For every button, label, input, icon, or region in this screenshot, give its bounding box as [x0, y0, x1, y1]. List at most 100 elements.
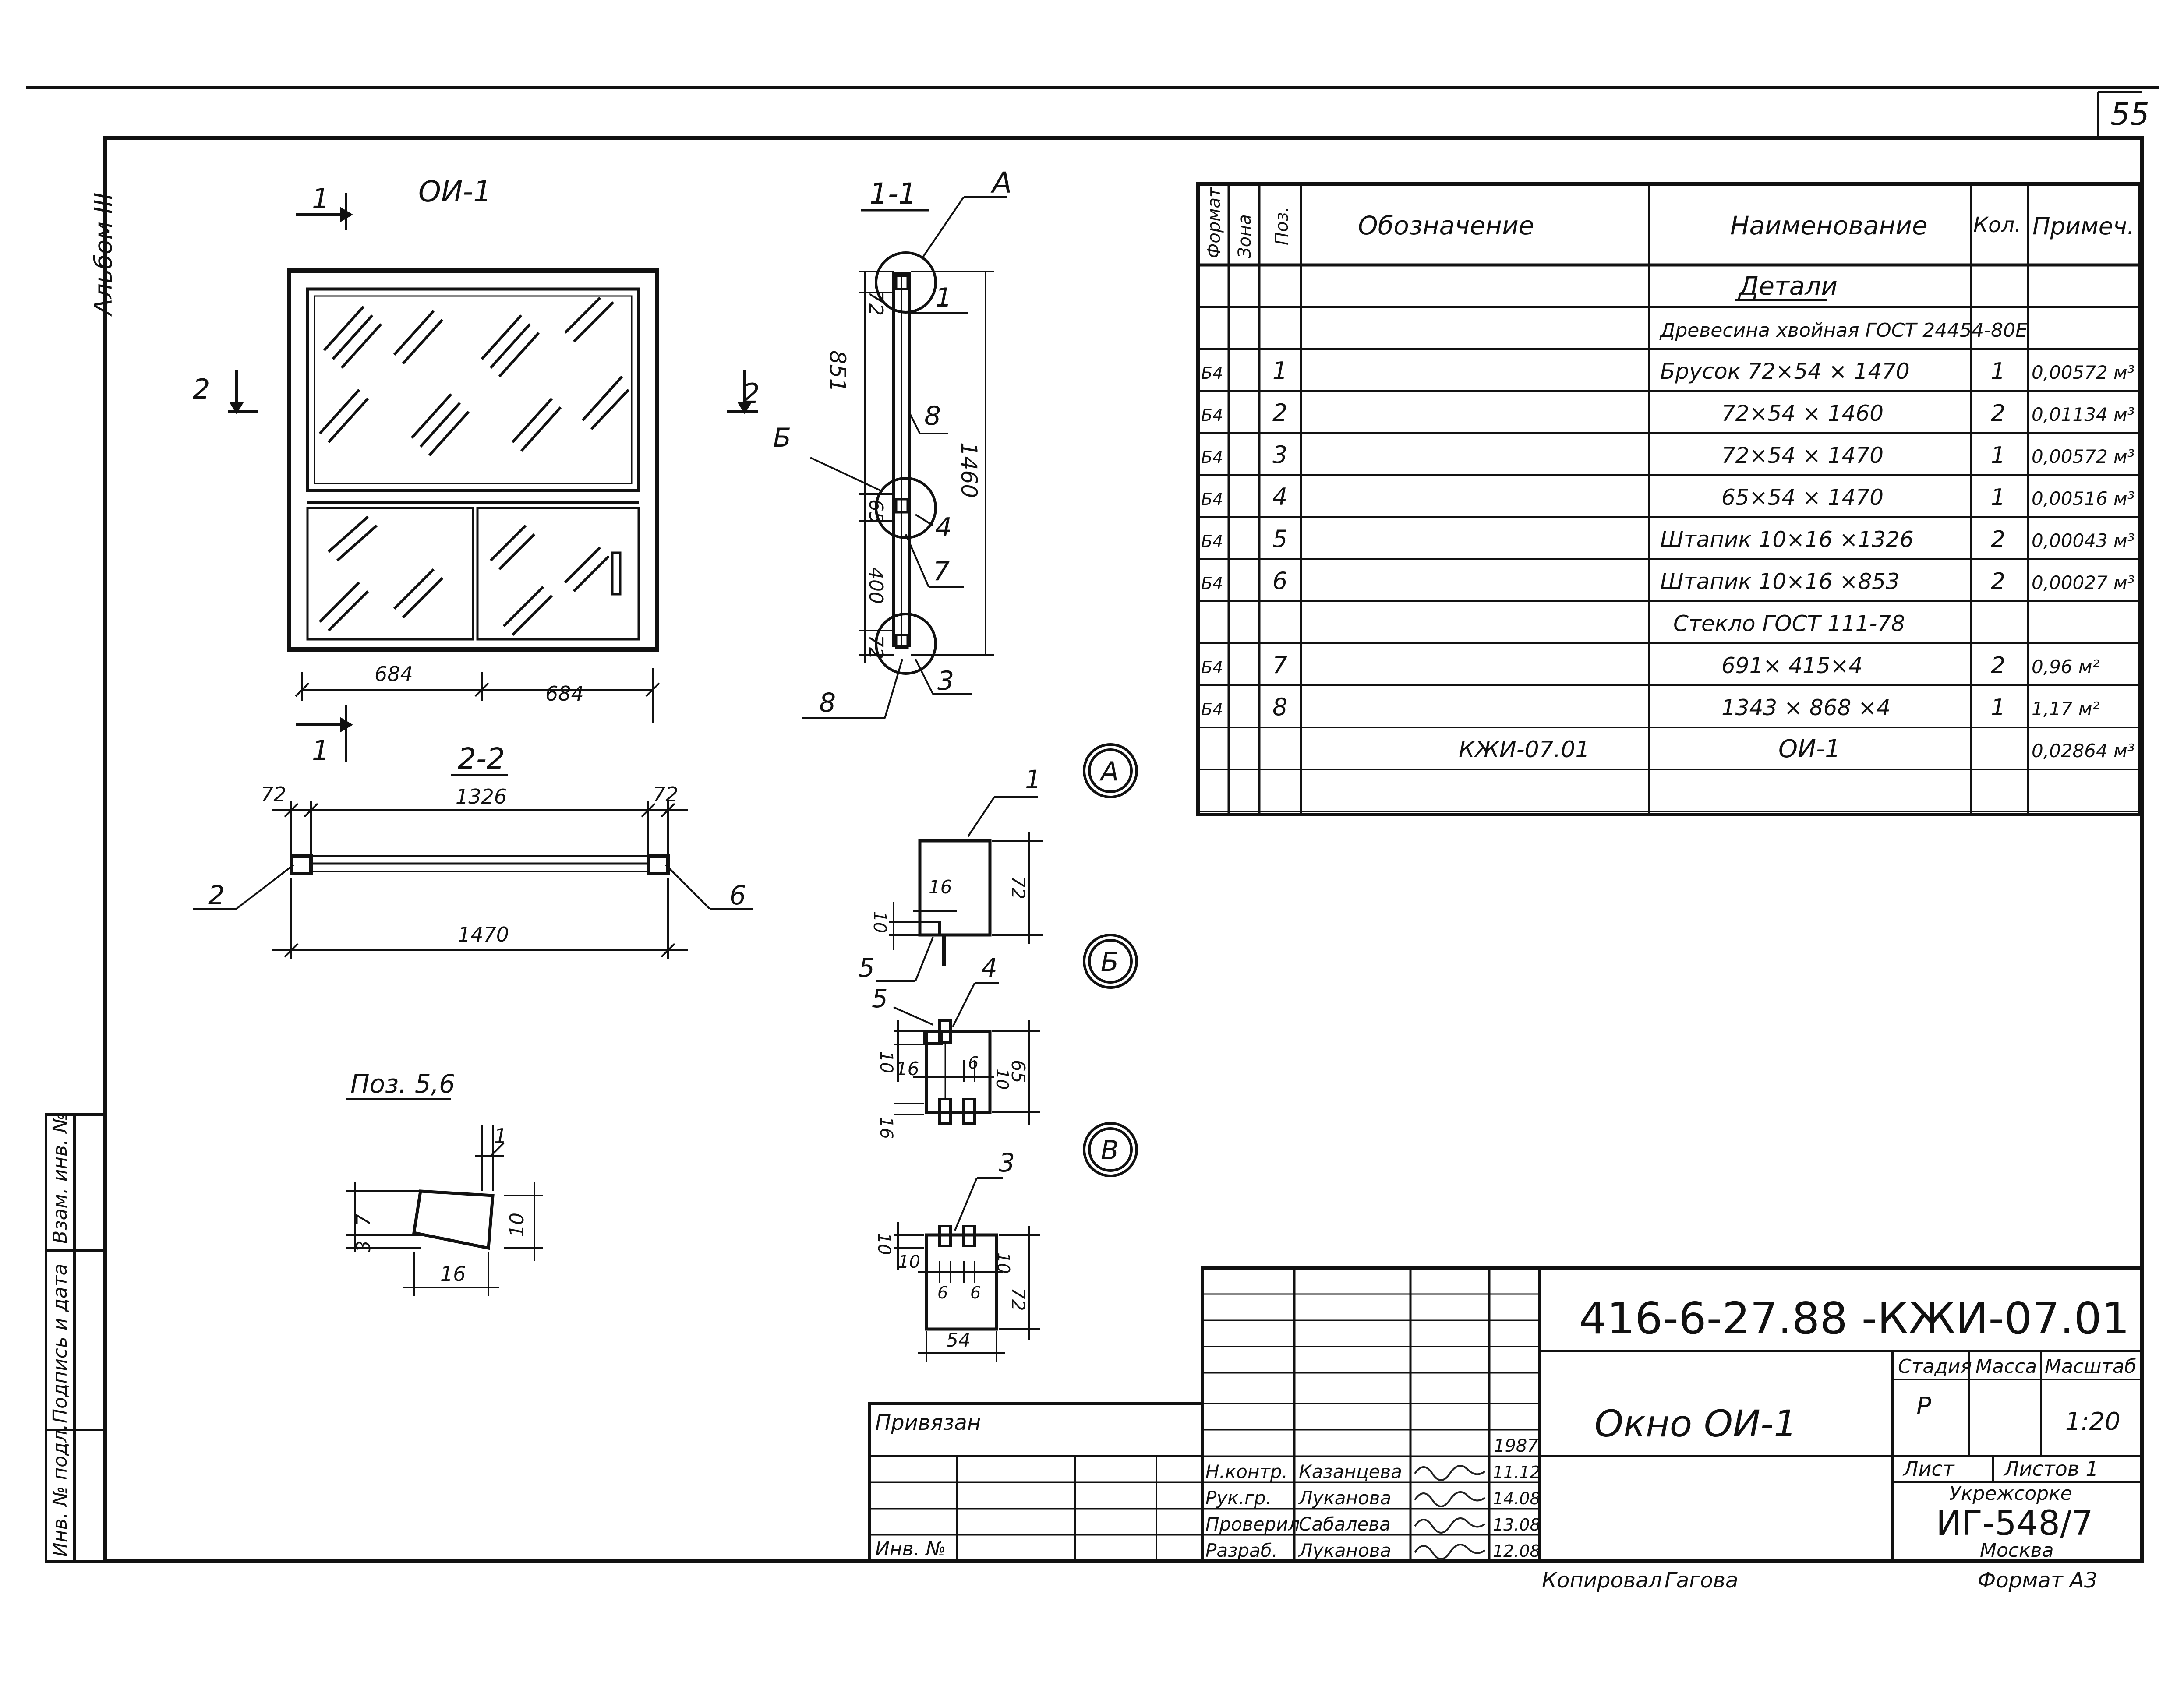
dim-pos56-7: 7 [353, 1214, 375, 1226]
dim-pos56-16: 16 [440, 1262, 466, 1286]
leader-11-8: 8 [924, 401, 941, 431]
leader-11-A: А [990, 166, 1012, 200]
spec-cell-qty: 2 [1991, 400, 2005, 427]
spec-cell-qty: 2 [1991, 653, 2005, 679]
cut-mark-2-left: 2 [193, 373, 210, 405]
leader-11-1: 1 [935, 282, 952, 313]
node-callouts [1083, 743, 1138, 1177]
dim-V-54: 54 [946, 1329, 971, 1351]
spec-cell-pos: 6 [1272, 567, 1287, 595]
stamp-date: 12.08 [1493, 1541, 1541, 1561]
format-label: Формат А3 [1978, 1568, 2097, 1593]
leader-B-5: 5 [872, 984, 888, 1013]
node-A-detail: 16 10 72 1 5 [859, 765, 1043, 983]
sheet-label: Лист [1902, 1457, 1955, 1481]
leader-22-6: 6 [729, 880, 746, 911]
bound-label: Привязан [875, 1411, 981, 1435]
mass-label: Масса [1975, 1355, 2037, 1378]
album-label: Альбом III [89, 193, 117, 317]
spec-cell-format: Б4 [1201, 658, 1223, 677]
stage-value: Р [1916, 1392, 1931, 1421]
spec-cell-pos: 5 [1272, 525, 1287, 553]
dim-B-65: 65 [1007, 1060, 1029, 1083]
dim-B-10b: 10 [993, 1069, 1012, 1090]
dim-11-72-top: 72 [865, 291, 887, 316]
spec-cell-name: 691× 415×4 [1721, 653, 1862, 678]
spec-cell-format: Б4 [1201, 574, 1223, 593]
spec-cell-note: 1,17 м² [2032, 698, 2100, 720]
dim-11-65: 65 [865, 499, 887, 524]
strip-label-inv: Инв. № подл. [49, 1424, 71, 1557]
spec-cell-note: 0,00027 м³ [2032, 572, 2135, 593]
scale-value: 1:20 [2065, 1407, 2120, 1436]
stage-label: Стадия [1898, 1355, 1972, 1378]
dim-front-right: 684 [545, 682, 584, 705]
spec-cell-pos: 1 [1272, 357, 1287, 384]
stamp-date: 13.08 [1493, 1515, 1541, 1534]
spec-group-title: Детали [1738, 271, 1838, 301]
title-block-grid [868, 1266, 2144, 1563]
spec-cell-name: Стекло ГОСТ 111-78 [1673, 611, 1905, 636]
leader-A-1: 1 [1025, 765, 1041, 794]
dim-pos56-3: 3 [353, 1240, 375, 1252]
spec-cell-name: Брусок 72×54 × 1470 [1660, 359, 1910, 384]
spec-cell-format: Б4 [1201, 490, 1223, 509]
signature-scribble [1414, 1491, 1486, 1507]
spec-cell-name: ОИ-1 [1778, 735, 1841, 763]
node-B-detail: 10 16 6 10 65 16 5 4 [872, 953, 1040, 1139]
spec-cell-name: 72×54 × 1460 [1721, 401, 1884, 426]
strip-label-vzam: Взам. инв. № [49, 1113, 71, 1244]
dim-B-16a: 16 [896, 1058, 919, 1079]
spec-cell-pos: 4 [1272, 483, 1287, 511]
spec-cell-qty: 1 [1991, 442, 2005, 469]
leader-A-5: 5 [859, 953, 875, 983]
signature-scribble [1414, 1517, 1486, 1534]
spec-cell-name: 72×54 × 1470 [1721, 443, 1884, 468]
stamp-date: 14.08 [1493, 1489, 1541, 1508]
node-B-label: Б [1101, 947, 1119, 977]
dim-A-16: 16 [929, 876, 952, 898]
spec-cell-qty: 2 [1991, 526, 2005, 553]
stamp-year: 1987 [1494, 1436, 1538, 1456]
dim-11-1460: 1460 [956, 442, 982, 498]
scale-label: Масштаб [2045, 1355, 2136, 1378]
dim-V-6a: 6 [937, 1283, 948, 1302]
spec-cell-format: Б4 [1201, 448, 1223, 467]
leader-V-3: 3 [999, 1148, 1015, 1178]
dim-V-72: 72 [1007, 1287, 1029, 1311]
spec-cell-note: 0,02864 м³ [2032, 740, 2135, 762]
pos56-title: Поз. 5,6 [350, 1069, 455, 1099]
leader-11-B: Б [773, 423, 791, 453]
spec-cell-format: Б4 [1201, 700, 1223, 719]
copied-by: Гагова [1665, 1568, 1738, 1593]
cut-mark-1-top: 1 [312, 183, 329, 215]
spec-cell-designation: КЖИ-07.01 [1459, 737, 1590, 763]
doc-code: 416-6-27.88 -КЖИ-07.01 [1579, 1293, 2130, 1344]
dim-B-16b: 16 [876, 1117, 896, 1139]
spec-cell-name: 65×54 × 1470 [1721, 485, 1884, 510]
stamp-role: Н.контр. [1205, 1461, 1288, 1482]
spec-cell-note: 0,00572 м³ [2032, 446, 2135, 467]
dim-A-10: 10 [869, 911, 890, 933]
leader-11-8b: 8 [819, 688, 836, 718]
leader-11-3: 3 [937, 666, 954, 696]
glass-hatching [318, 296, 630, 636]
spec-header-pos: Поз. [1272, 206, 1292, 245]
spec-cell-pos: 3 [1272, 441, 1287, 469]
dim-22-right: 72 [653, 783, 679, 806]
signature-scribble [1414, 1544, 1486, 1560]
org-city: Москва [1980, 1539, 2054, 1562]
spec-header-zone: Зона [1235, 214, 1255, 258]
org-line1: Укрежсорке [1949, 1482, 2072, 1505]
dim-11-851: 851 [825, 350, 850, 392]
spec-cell-pos: 7 [1272, 651, 1287, 679]
left-strip [45, 1113, 106, 1563]
spec-cell-format: Б4 [1201, 406, 1223, 425]
section-1-1-title: 1-1 [869, 177, 917, 211]
leader-11-4: 4 [935, 512, 952, 543]
spec-cell-name: Штапик 10×16 ×1326 [1660, 527, 1914, 552]
spec-header-name: Наименование [1730, 211, 1928, 240]
stamp-date: 11.12 [1493, 1463, 1541, 1482]
